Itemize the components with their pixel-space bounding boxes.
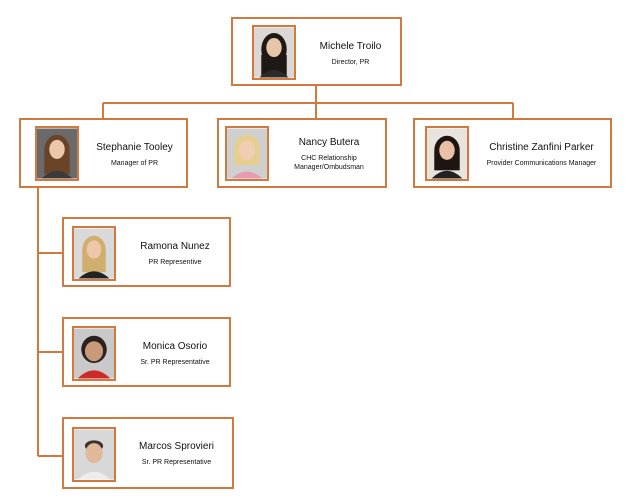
manager-name: Christine Zanfini Parker <box>489 142 594 153</box>
report-card-ramona: Ramona Nunez PR Representive <box>62 217 231 287</box>
manager-card-stephanie: Stephanie Tooley Manager of PR <box>19 118 188 188</box>
report-title: Sr. PR Representative <box>141 459 212 466</box>
report-photo-ramona <box>72 226 116 281</box>
manager-title: CHC Relationship Manager/Ombudsman <box>294 155 364 172</box>
manager-card-nancy: Nancy Butera CHC Relationship Manager/Om… <box>217 118 387 188</box>
report-name: Monica Osorio <box>142 341 208 352</box>
manager-card-christine: Christine Zanfini Parker Provider Commun… <box>413 118 612 188</box>
manager-title: Manager of PR <box>110 160 159 167</box>
report-name: Marcos Sprovieri <box>138 441 215 452</box>
report-title: Sr. PR Representative <box>140 359 210 366</box>
manager-photo-stephanie <box>35 126 79 181</box>
manager-photo-nancy <box>225 126 269 181</box>
report-name: Ramona Nunez <box>140 241 210 252</box>
manager-title: Provider Communications Manager <box>486 160 597 167</box>
report-card-marcos: Marcos Sprovieri Sr. PR Representative <box>62 417 234 489</box>
director-name: Michele Troilo <box>319 41 382 52</box>
report-title: PR Representive <box>148 259 202 266</box>
director-title: Director, PR <box>331 59 370 66</box>
director-card: Michele Troilo Director, PR <box>231 17 402 86</box>
report-card-monica: Monica Osorio Sr. PR Representative <box>62 317 231 387</box>
director-photo <box>252 25 296 80</box>
report-photo-monica <box>72 326 116 381</box>
manager-name: Stephanie Tooley <box>96 142 173 153</box>
manager-photo-christine <box>425 126 469 181</box>
manager-name: Nancy Butera <box>298 137 360 148</box>
report-photo-marcos <box>72 427 116 482</box>
